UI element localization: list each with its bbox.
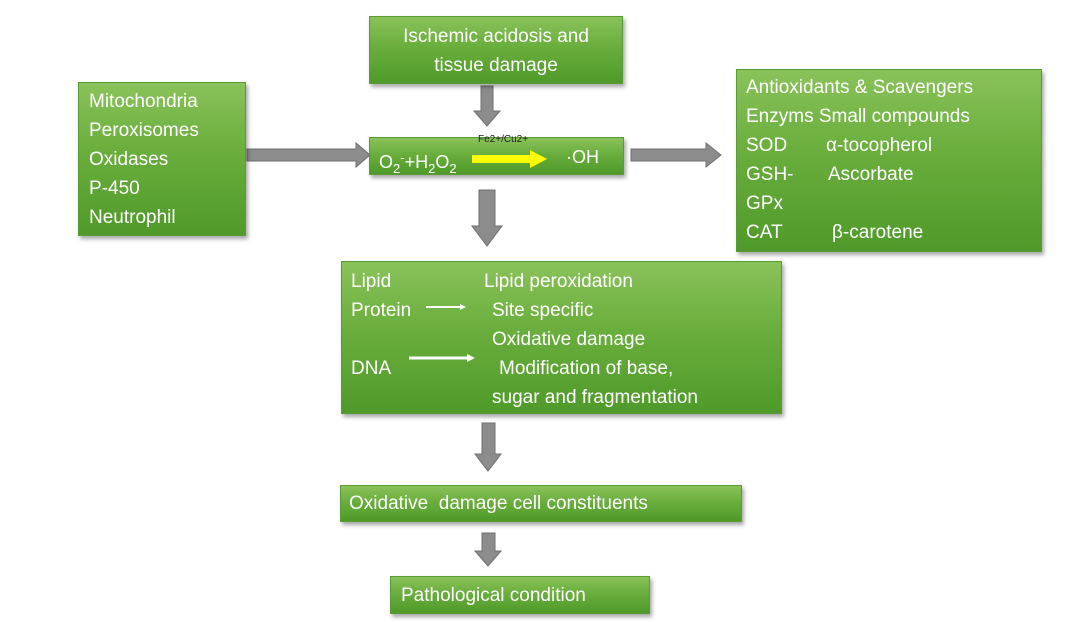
cell-damage-label: Oxidative damage cell constituents bbox=[349, 493, 648, 514]
effect-lipid-peroxidation: Lipid peroxidation bbox=[484, 271, 633, 292]
targets-box: Lipid Protein DNA Lipid peroxidation Sit… bbox=[341, 261, 782, 414]
ischemic-line2: tissue damage bbox=[434, 55, 558, 76]
reaction-box: O2-+H2O2 Fe2+/Cu2+ ·OH bbox=[369, 134, 624, 176]
arrow-down-damage bbox=[473, 532, 503, 567]
small-column-title: Small compounds bbox=[818, 106, 970, 127]
enzyme-item: GPx bbox=[746, 193, 783, 214]
arrow-right-antioxidants bbox=[630, 141, 722, 169]
small-compound-item: β-carotene bbox=[832, 222, 924, 243]
effect-base-modification: Modification of base, bbox=[499, 358, 674, 379]
ischemic-box: Ischemic acidosis and tissue damage bbox=[369, 16, 623, 84]
source-item: Mitochondria bbox=[89, 91, 198, 112]
pathological-label: Pathological condition bbox=[401, 585, 586, 606]
enzyme-column-title: Enzyms bbox=[746, 106, 814, 127]
antioxidants-box: Antioxidants & Scavengers Enzyms Small c… bbox=[736, 69, 1042, 252]
arrow-right-sources bbox=[246, 141, 371, 169]
source-item: Peroxisomes bbox=[89, 120, 199, 141]
small-compound-item: Ascorbate bbox=[828, 164, 914, 185]
catalyst-arrow bbox=[472, 150, 547, 168]
catalyst-label: Fe2+/Cu2+ bbox=[478, 134, 529, 145]
enzyme-item: CAT bbox=[746, 222, 783, 243]
antioxidants-heading: Antioxidants & Scavengers bbox=[746, 77, 974, 98]
effect-site-specific: Site specific bbox=[492, 300, 594, 321]
enzyme-item: GSH- bbox=[746, 164, 794, 185]
small-compound-item: α-tocopherol bbox=[826, 135, 933, 156]
arrow-down-targets bbox=[473, 422, 503, 472]
reactant-formula: O2-+H2O2 bbox=[379, 150, 457, 176]
target-dna: DNA bbox=[351, 358, 392, 379]
enzyme-item: SOD bbox=[746, 135, 788, 156]
sources-box: Mitochondria Peroxisomes Oxidases P-450 … bbox=[78, 82, 246, 236]
arrow-down-reaction bbox=[471, 189, 503, 247]
source-item: Neutrophil bbox=[89, 207, 176, 228]
ischemic-line1: Ischemic acidosis and bbox=[403, 26, 589, 47]
effect-oxidative-damage: Oxidative damage bbox=[492, 329, 646, 350]
product-hydroxyl: ·OH bbox=[566, 147, 599, 167]
source-item: P-450 bbox=[89, 178, 140, 199]
pathological-box: Pathological condition bbox=[390, 576, 650, 614]
target-protein: Protein bbox=[351, 300, 412, 321]
arrow-down-top bbox=[472, 85, 502, 127]
cell-damage-box: Oxidative damage cell constituents bbox=[340, 485, 742, 522]
antioxidant-columns-header: Enzyms Small compounds bbox=[746, 102, 1041, 131]
target-lipid: Lipid bbox=[351, 271, 392, 292]
effect-sugar-fragmentation: sugar and fragmentation bbox=[492, 387, 698, 408]
protein-arrow bbox=[426, 304, 466, 310]
dna-arrow bbox=[409, 354, 475, 362]
source-item: Oxidases bbox=[89, 149, 169, 170]
